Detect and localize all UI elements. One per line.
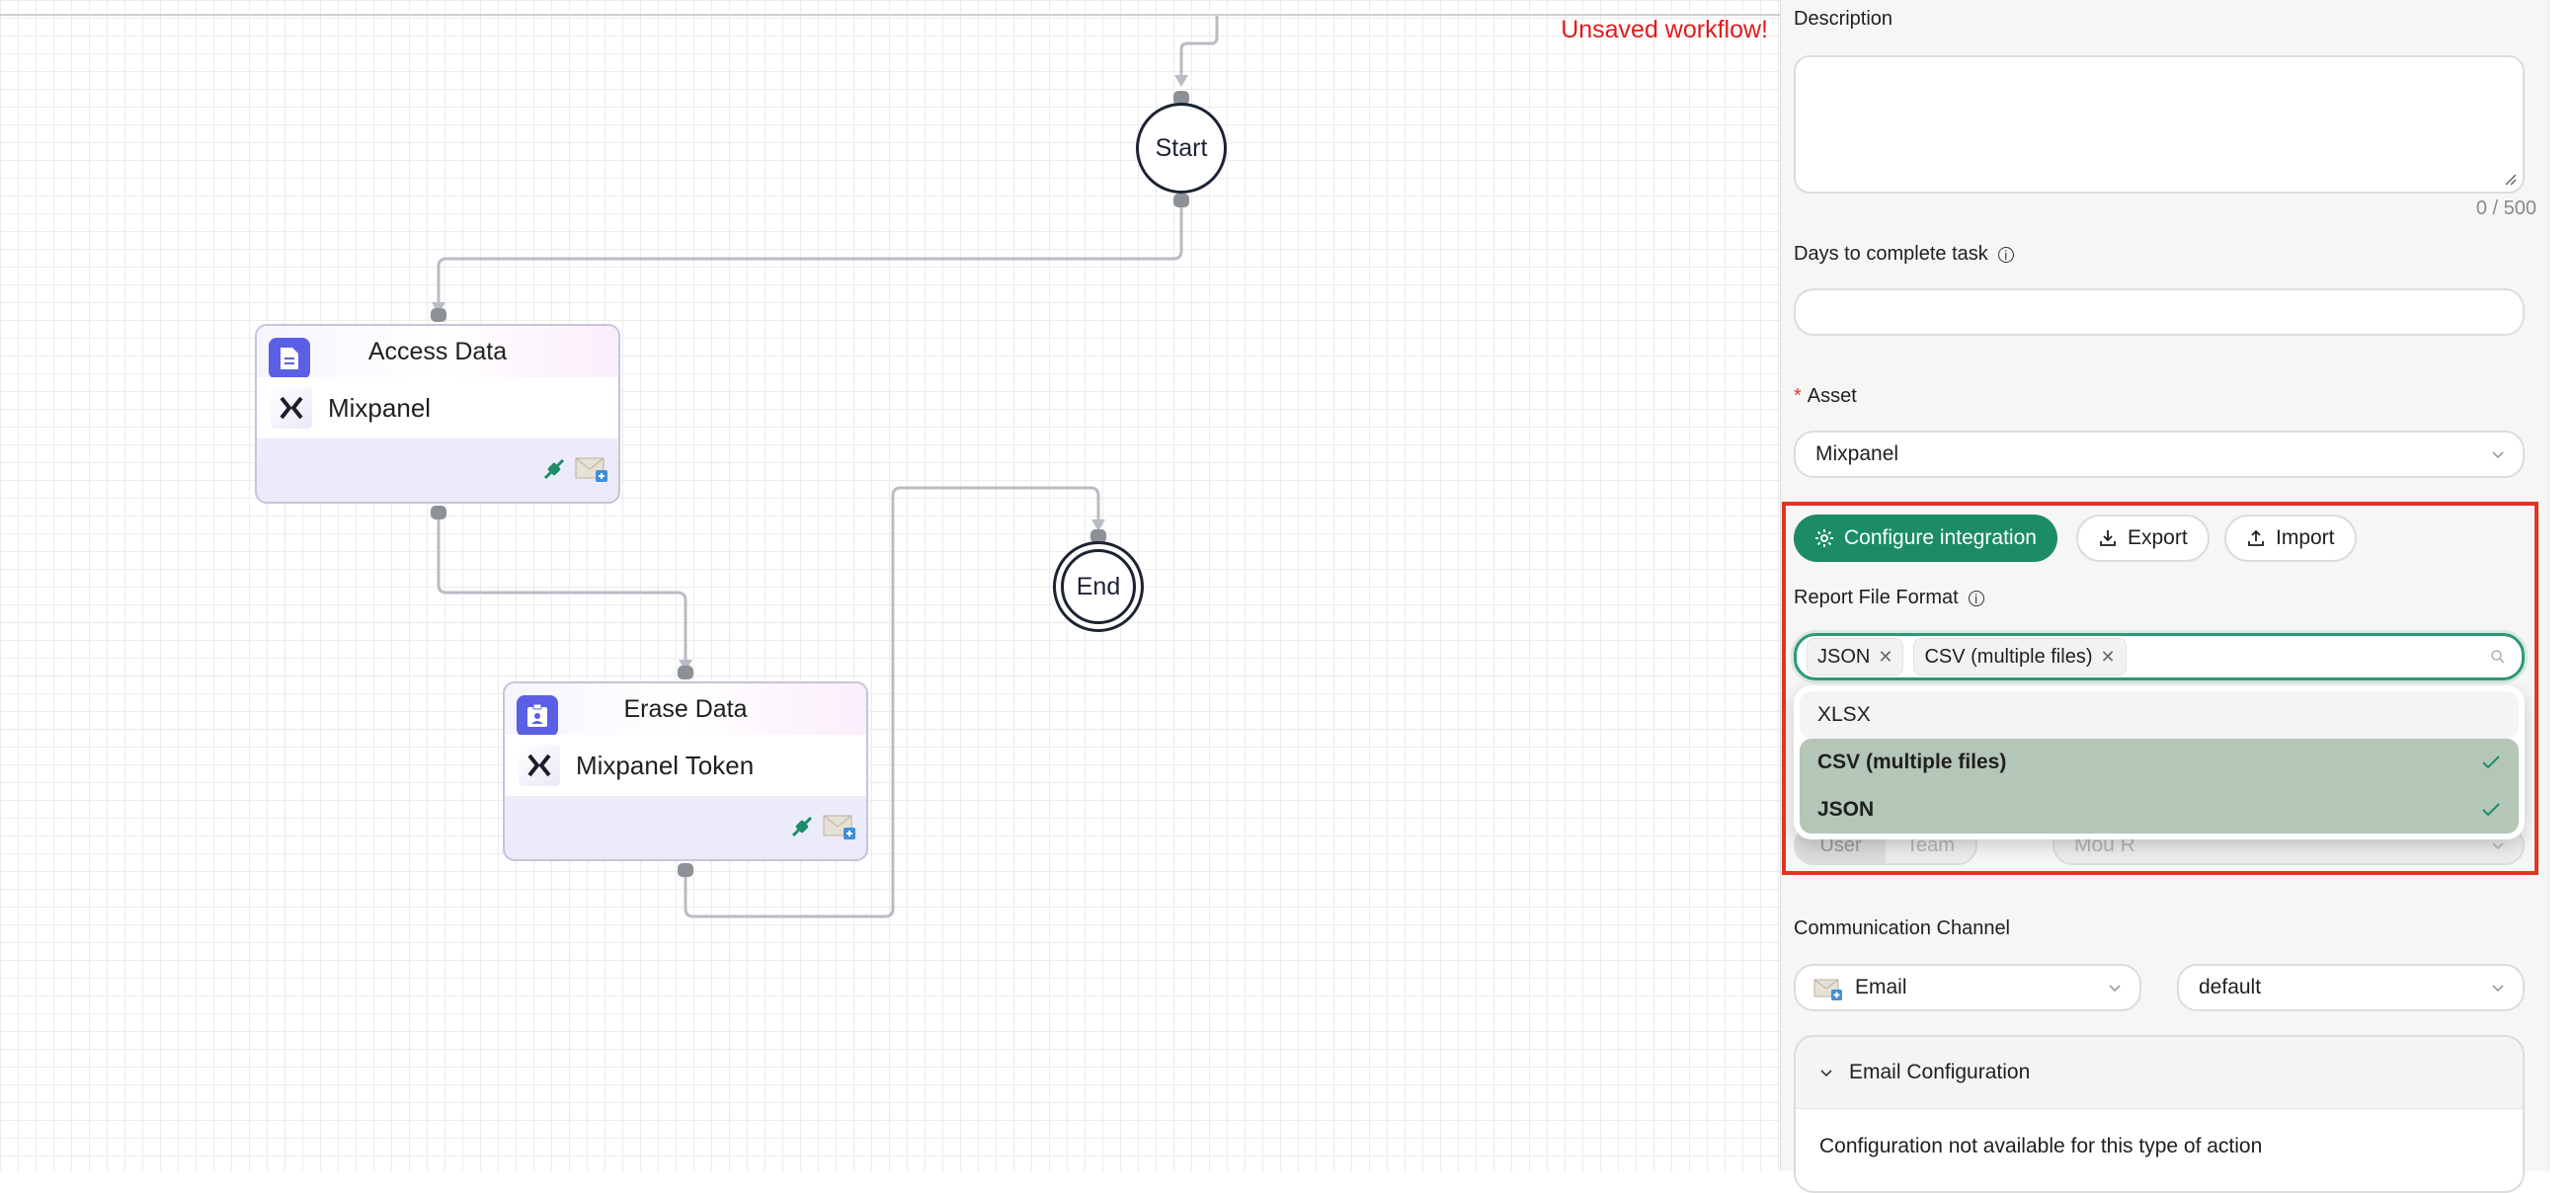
dropdown-option-csv[interactable]: CSV (multiple files) bbox=[1800, 739, 2519, 786]
email-icon bbox=[823, 813, 856, 845]
asset-select-value: Mixpanel bbox=[1815, 442, 1899, 465]
erase-data-node-asset: Mixpanel Token bbox=[576, 750, 755, 780]
erase-node-output-handle[interactable] bbox=[678, 863, 693, 877]
email-icon bbox=[575, 455, 608, 488]
chevron-down-icon bbox=[2492, 842, 2504, 850]
selected-tag-label: CSV (multiple files) bbox=[1924, 645, 2093, 668]
erase-node-input-handle[interactable] bbox=[678, 666, 693, 679]
clipboard-icon bbox=[517, 695, 558, 737]
resize-grip-icon[interactable] bbox=[2503, 172, 2517, 186]
erase-data-node-title: Erase Data bbox=[623, 695, 748, 723]
document-icon bbox=[269, 338, 310, 379]
communication-channel-label: Communication Channel bbox=[1794, 917, 2011, 939]
report-file-format-dropdown: XLSX CSV (multiple files) JSON bbox=[1794, 685, 2525, 839]
email-configuration-panel: Email Configuration Configuration not av… bbox=[1794, 1035, 2525, 1193]
download-icon bbox=[2100, 530, 2116, 546]
chevron-down-icon bbox=[2492, 451, 2504, 459]
segment-team[interactable]: Team bbox=[1906, 834, 1955, 856]
dropdown-option-json[interactable]: JSON bbox=[1800, 786, 2519, 834]
start-node-input-handle[interactable] bbox=[1173, 91, 1189, 105]
communication-template-value: default bbox=[2199, 976, 2262, 998]
start-node[interactable]: Start bbox=[1136, 103, 1227, 194]
end-node-input-handle[interactable] bbox=[1090, 529, 1106, 543]
days-to-complete-input[interactable] bbox=[1794, 288, 2525, 336]
asset-label-text: Asset bbox=[1807, 385, 1857, 407]
dropdown-option-label: CSV (multiple files) bbox=[1817, 751, 2007, 773]
end-node-label: End bbox=[1076, 572, 1121, 600]
access-node-input-handle[interactable] bbox=[431, 308, 446, 322]
edge-incoming-start bbox=[1179, 16, 1219, 81]
access-data-node-title: Access Data bbox=[367, 338, 508, 365]
upload-icon bbox=[2248, 529, 2264, 546]
start-node-output-handle[interactable] bbox=[1173, 194, 1189, 207]
communication-channel-select[interactable]: Email bbox=[1794, 964, 2141, 1011]
report-file-format-label: Report File Format i bbox=[1794, 587, 1984, 609]
asset-select[interactable]: Mixpanel bbox=[1794, 431, 2525, 478]
required-marker: * bbox=[1794, 385, 1802, 407]
arrow-start bbox=[1174, 75, 1188, 87]
mixpanel-logo-icon bbox=[519, 745, 560, 786]
description-textarea[interactable] bbox=[1794, 55, 2525, 194]
report-file-format-label-text: Report File Format bbox=[1794, 587, 1959, 608]
chevron-down-icon bbox=[1820, 1070, 1832, 1077]
dropdown-option-xlsx[interactable]: XLSX bbox=[1800, 691, 2519, 739]
start-node-label: Start bbox=[1155, 133, 1208, 162]
workflow-edges bbox=[432, 16, 1219, 918]
email-configuration-header[interactable]: Email Configuration bbox=[1796, 1037, 2523, 1109]
description-char-counter: 0 / 500 bbox=[2475, 198, 2536, 219]
asset-label: *Asset bbox=[1794, 385, 1857, 408]
access-node-output-handle[interactable] bbox=[431, 506, 446, 519]
email-icon bbox=[1813, 979, 1842, 1000]
edge-erase-end bbox=[684, 486, 1100, 918]
chevron-down-icon bbox=[2492, 985, 2504, 993]
report-file-format-multiselect[interactable]: JSON ✕ CSV (multiple files) ✕ bbox=[1794, 633, 2525, 680]
checkmark-icon bbox=[2482, 803, 2500, 817]
export-button[interactable]: Export bbox=[2076, 515, 2210, 562]
panel-scrollbar[interactable] bbox=[2548, 0, 2576, 1171]
erase-data-node[interactable]: Erase Data Mixpanel Token bbox=[503, 681, 868, 861]
access-data-node-header: Access Data bbox=[257, 326, 618, 379]
erase-data-node-header: Erase Data bbox=[505, 683, 866, 737]
days-to-complete-label: Days to complete task i bbox=[1794, 243, 2014, 266]
erase-data-node-asset-row: Mixpanel Token bbox=[505, 735, 866, 796]
communication-channel-value: Email bbox=[1855, 976, 1907, 998]
dropdown-option-label: XLSX bbox=[1817, 703, 1871, 726]
arrow-end bbox=[1091, 519, 1105, 531]
search-icon bbox=[2491, 650, 2505, 664]
mixpanel-logo-icon bbox=[271, 387, 312, 429]
description-label: Description bbox=[1794, 8, 1893, 30]
configure-integration-button[interactable]: Configure integration bbox=[1794, 515, 2057, 562]
workflow-canvas[interactable]: Unsaved workflow! Start Access Data Mixp… bbox=[0, 0, 1780, 1171]
canvas-top-border bbox=[0, 14, 1780, 16]
configure-integration-label: Configure integration bbox=[1844, 526, 2037, 549]
end-node[interactable]: End bbox=[1053, 541, 1144, 632]
gear-icon bbox=[1815, 529, 1833, 547]
info-icon[interactable]: i bbox=[1997, 246, 2014, 263]
import-label: Import bbox=[2276, 526, 2335, 549]
access-data-node-asset: Mixpanel bbox=[328, 392, 432, 423]
integration-plug-icon bbox=[541, 456, 567, 487]
communication-template-select[interactable]: default bbox=[2177, 964, 2525, 1011]
info-icon[interactable]: i bbox=[1968, 590, 1984, 606]
chevron-down-icon bbox=[2109, 985, 2121, 993]
unsaved-workflow-notice: Unsaved workflow! bbox=[1561, 16, 1768, 43]
checkmark-icon bbox=[2482, 756, 2500, 769]
access-data-node-asset-row: Mixpanel bbox=[257, 377, 618, 438]
integration-plug-icon bbox=[789, 814, 815, 844]
selected-tag-label: JSON bbox=[1817, 645, 1871, 668]
edge-start-access bbox=[437, 203, 1183, 308]
dropdown-option-label: JSON bbox=[1817, 798, 1875, 821]
remove-tag-icon[interactable]: ✕ bbox=[2100, 646, 2116, 667]
access-data-node[interactable]: Access Data Mixpanel bbox=[255, 324, 620, 504]
email-configuration-title: Email Configuration bbox=[1849, 1061, 2031, 1083]
selected-tag-csv: CSV (multiple files) ✕ bbox=[1913, 638, 2127, 676]
edge-access-erase bbox=[437, 514, 687, 666]
remove-tag-icon[interactable]: ✕ bbox=[1878, 646, 1893, 667]
days-to-complete-label-text: Days to complete task bbox=[1794, 243, 1988, 265]
import-button[interactable]: Import bbox=[2224, 515, 2357, 562]
export-label: Export bbox=[2128, 526, 2188, 549]
selected-tag-json: JSON ✕ bbox=[1807, 638, 1904, 676]
email-configuration-message: Configuration not available for this typ… bbox=[1819, 1135, 2263, 1157]
